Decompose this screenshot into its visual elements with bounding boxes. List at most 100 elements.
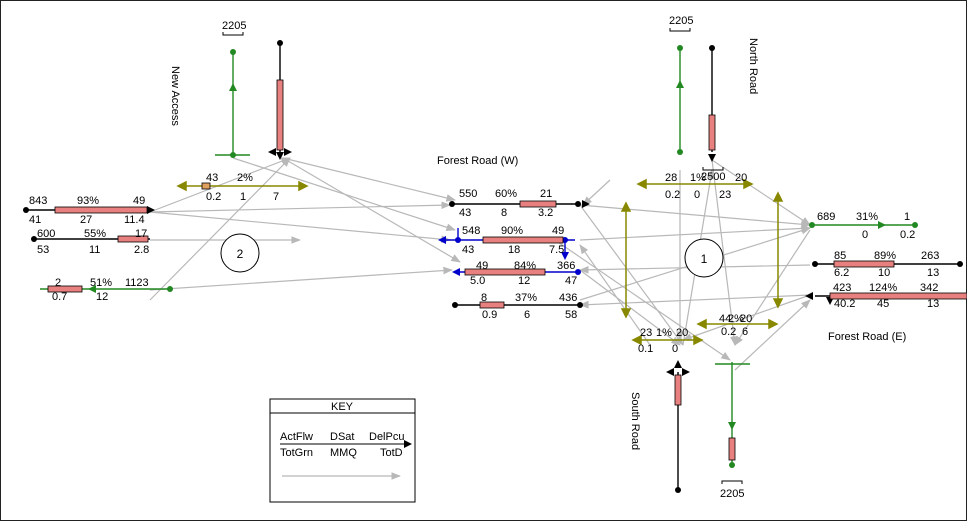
flow-value: 366 [557, 260, 575, 272]
green-time-value: 53 [37, 244, 49, 256]
link-label-p2: 28 1% 20 0.2 0 23 [665, 172, 747, 201]
junction-2-label: 2 [237, 247, 244, 261]
delay-value: 1 [904, 211, 910, 223]
junction-2-marker [220, 233, 260, 273]
road-name-forest-e: Forest Road (E) [828, 331, 906, 343]
green-time-value: 47 [565, 275, 577, 287]
green-nodes [88, 45, 918, 468]
dsat-value: 55% [84, 228, 106, 240]
green-time-value: 43 [459, 207, 471, 219]
flow-value: 28 [665, 172, 677, 184]
mmq-value: 1 [240, 191, 246, 203]
dsat-value: 1% [656, 327, 672, 339]
mmq-value: 0 [862, 229, 868, 241]
link-label-m3: 366 84% 49 47 12 5.0 [470, 260, 577, 287]
key-legend: KEY ActFlw DSat DelPcu TotGrn MMQ TotD [269, 398, 416, 503]
flow-value: 23 [640, 327, 652, 339]
total-delay-value: 0.7 [52, 291, 67, 303]
delay-value: 49 [133, 195, 145, 207]
dsat-value: 89% [874, 250, 896, 262]
delay-value: 20 [735, 172, 747, 184]
road-name-south: South Road [629, 392, 641, 450]
blue-nodes [438, 236, 581, 276]
green-time-value: 41 [29, 214, 41, 226]
green-time-value: 0.2 [206, 191, 221, 203]
road-name-north: North Road [747, 38, 759, 94]
flow-value: 263 [921, 250, 939, 262]
flow-value: 689 [817, 211, 835, 223]
mmq-value: 6 [524, 309, 530, 321]
flow-value: 342 [920, 282, 938, 294]
green-time-value: 13 [927, 267, 939, 279]
dsat-value: 90% [501, 225, 523, 237]
total-delay-value: 0 [672, 343, 678, 355]
key-dsat: DSat [330, 431, 354, 443]
queue-bars [47, 79, 967, 461]
delay-value: 49 [476, 260, 488, 272]
dsat-value: 93% [77, 195, 99, 207]
link-label-w2: 600 55% 17 53 11 2.8 [37, 228, 149, 256]
link-label-m1: 550 60% 21 43 8 3.2 [459, 188, 553, 219]
stub-label-north-center: 2500 [701, 171, 725, 183]
mmq-value: 18 [508, 244, 520, 256]
total-delay-value: 2.8 [134, 244, 149, 256]
black-links [26, 43, 960, 490]
movement-lines [149, 157, 811, 371]
delay-value: 49 [552, 225, 564, 237]
mmq-value: 11 [89, 244, 100, 256]
dsat-value: 2% [237, 172, 253, 184]
junction-markers [220, 233, 724, 278]
dsat-value: 31% [856, 211, 878, 223]
green-time-value: 0.1 [638, 343, 653, 355]
link-label-p4: 44 2% 20 0.2 6 [719, 313, 752, 338]
key-totgrn: TotGrn [280, 447, 313, 459]
green-time-value: 0.2 [721, 326, 736, 338]
green-time-value: 58 [565, 309, 577, 321]
dsat-value: 51% [90, 277, 112, 289]
dsat-value: 60% [495, 188, 517, 200]
junction-1-marker [684, 238, 724, 278]
link-label-e2: 263 89% 85 13 10 6.2 [834, 250, 939, 279]
total-delay-value: 3.2 [538, 207, 553, 219]
mmq-value: 8 [501, 207, 507, 219]
road-name-new-access: New Access [169, 66, 181, 126]
mmq-value: 27 [80, 214, 92, 226]
mmq-value: 45 [877, 298, 889, 310]
black-nodes [23, 40, 963, 493]
dsat-value: 124% [869, 282, 897, 294]
key-delpcu: DelPcu [369, 431, 404, 443]
mmq-value: 12 [96, 291, 108, 303]
key-actflw: ActFlw [280, 431, 313, 443]
road-name-forest-w: Forest Road (W) [437, 155, 518, 167]
stub-label-bottom: 2205 [720, 488, 744, 500]
delay-value: 21 [540, 188, 552, 200]
mmq-value: 0 [694, 189, 700, 201]
mmq-value: 10 [878, 267, 890, 279]
link-label-e3: 342 124% 423 13 45 40.2 [833, 282, 939, 310]
dsat-value: 84% [514, 260, 536, 272]
delay-value: 20 [676, 327, 688, 339]
key-mmq: MMQ [330, 447, 357, 459]
delay-value: 20 [740, 313, 752, 325]
stub-brackets [222, 28, 743, 484]
link-label-w3: 1123 51% 2 12 0.7 [52, 277, 149, 303]
flow-value: 550 [459, 188, 477, 200]
link-label-w1: 843 93% 49 41 27 11.4 [29, 195, 145, 226]
flow-value: 1123 [125, 277, 149, 289]
total-delay-value: 11.4 [124, 214, 145, 226]
link-label-m2: 548 90% 49 43 18 7.5 [462, 225, 564, 256]
junction-1-label: 1 [701, 252, 708, 266]
delay-value: 17 [135, 228, 147, 240]
total-delay-value: 0.2 [900, 229, 915, 241]
green-time-value: 13 [927, 298, 939, 310]
flow-value: 44 [719, 313, 731, 325]
total-delay-value: 6.2 [834, 267, 849, 279]
green-time-value: 0.2 [665, 189, 680, 201]
total-delay-value: 6 [742, 326, 748, 338]
total-delay-value: 40.2 [834, 298, 855, 310]
stub-label-top-right: 2205 [669, 15, 693, 27]
delay-value: 2 [55, 277, 61, 289]
total-delay-value: 23 [719, 189, 731, 201]
total-delay-value: 0.9 [482, 309, 497, 321]
